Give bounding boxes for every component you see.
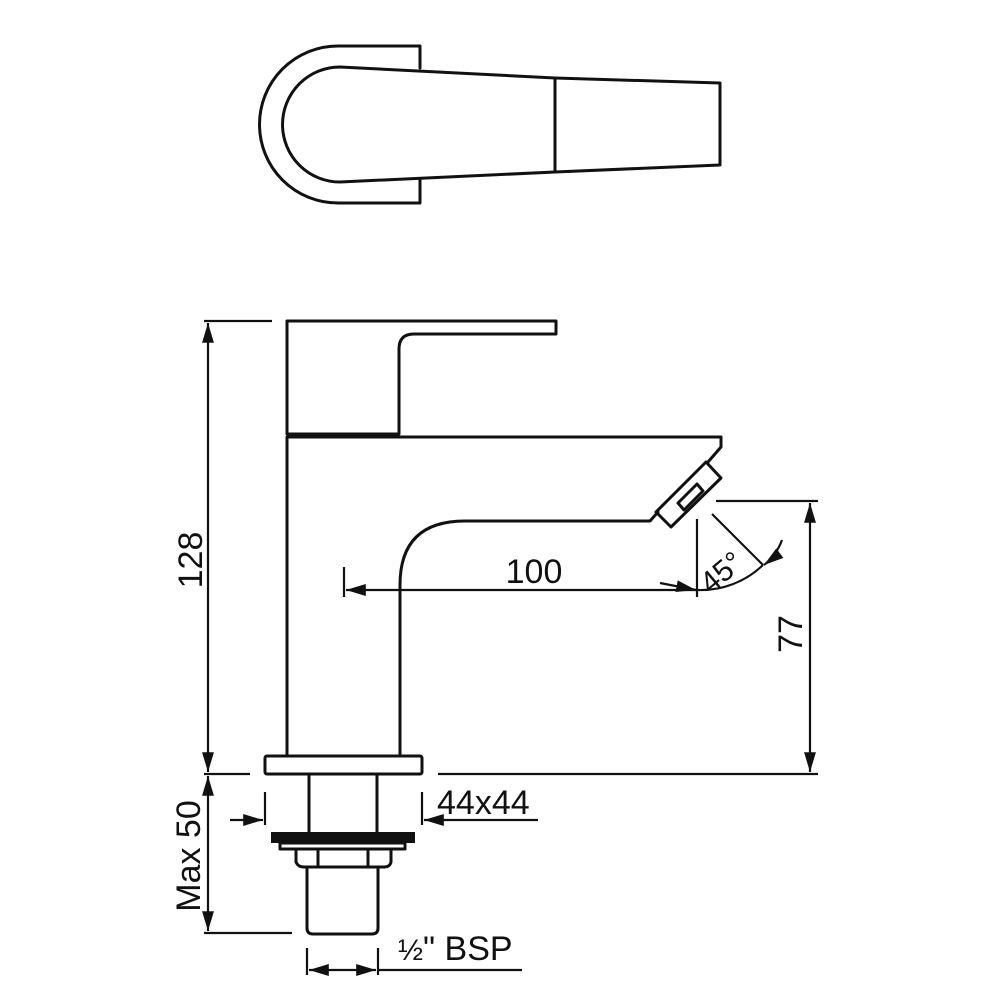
washer [271, 832, 415, 843]
top-view-outer-arc [258, 44, 422, 205]
dim-label-base-size: 44x44 [437, 784, 530, 822]
aerator [654, 460, 723, 529]
dimension-lines [202, 319, 818, 976]
top-view [258, 44, 722, 205]
nut [294, 847, 393, 869]
dim-label-angle: 45° [694, 545, 750, 599]
dim-label-thread-fraction: ½ [398, 934, 423, 967]
aerator-slot [676, 482, 705, 512]
thread-pipe [305, 865, 380, 936]
thin-washer [278, 841, 407, 851]
body-spout [285, 435, 723, 758]
dim-label-thread: " BSP [423, 930, 513, 968]
dim-label-reach: 100 [506, 553, 563, 591]
dim-label-height: 128 [172, 532, 210, 589]
top-view-lever [281, 65, 722, 184]
dim-label-spout-height: 77 [772, 615, 810, 653]
side-elevation [263, 319, 723, 936]
dim-label-max-panel: Max 50 [170, 800, 208, 912]
base-plate [263, 754, 424, 776]
handle [285, 319, 558, 436]
